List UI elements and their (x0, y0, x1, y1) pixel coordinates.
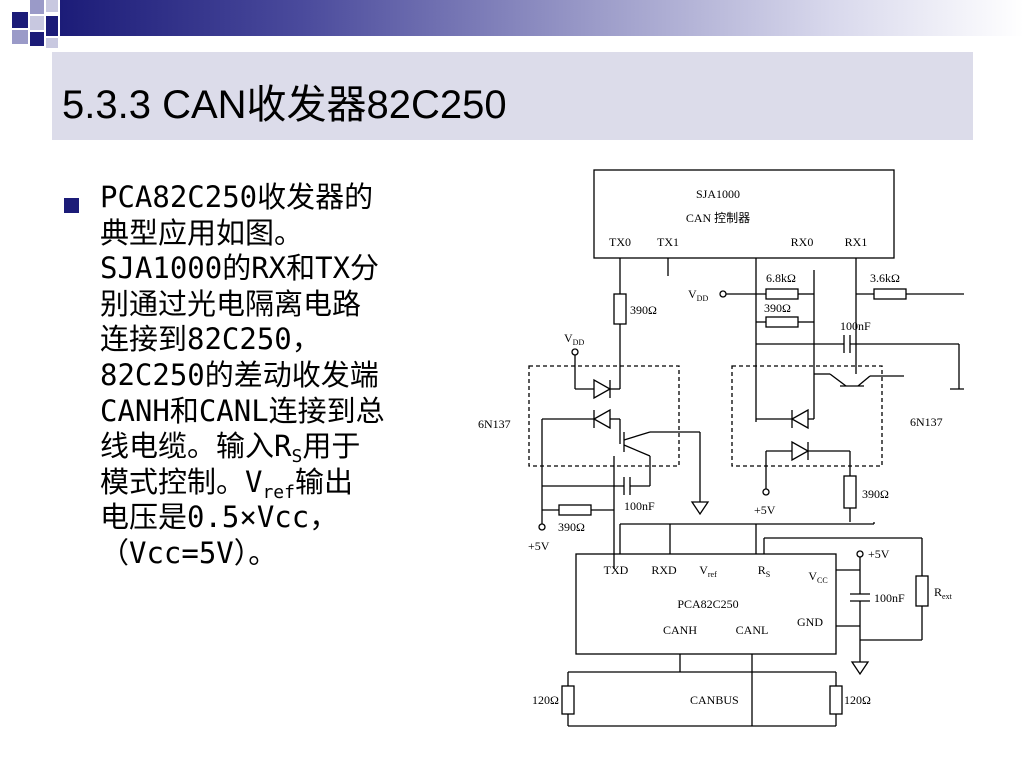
label-390-bottom: 390Ω (558, 520, 585, 534)
decor-square (46, 38, 58, 48)
label-vdd-right: VDD (688, 287, 708, 303)
label-5v-right: +5V (868, 547, 890, 561)
resistor-6k8 (765, 288, 799, 300)
label-100nf-mid: 100nF (624, 499, 655, 513)
pca82c250-name: PCA82C250 (677, 597, 738, 611)
label-120-right: 120Ω (844, 693, 871, 707)
circuit-diagram: SJA1000 CAN 控制器 TX0 TX1 RX0 RX1 (478, 169, 964, 727)
decor-square (46, 16, 58, 36)
bullet-icon (64, 198, 79, 213)
label-5v-mid: +5V (754, 503, 776, 517)
body-line: 82C250的差动收发端 (100, 357, 379, 392)
pin-canh: CANH (663, 623, 697, 637)
diode-left-mid (592, 408, 611, 430)
body-line: 别通过光电隔离电路 (100, 286, 362, 321)
decor-square (46, 0, 58, 12)
pin-vref: Vref (699, 563, 717, 579)
pin-vcc: VCC (808, 569, 827, 585)
label-390-right: 390Ω (862, 487, 889, 501)
title-band (52, 52, 973, 140)
body-line: 电压是0.5×Vcc， (100, 500, 339, 535)
body-line: SJA1000的RX和TX分 (100, 251, 380, 286)
pin-rx1: RX1 (845, 235, 868, 249)
pin-rs: RS (758, 563, 770, 579)
body-text: PCA82C250收发器的 典型应用如图。 SJA1000的RX和TX分 别通过… (100, 180, 470, 572)
top-gradient-bar (60, 0, 1024, 36)
resistor-390-bottom (558, 504, 592, 516)
body-line: 线电缆。输入RS用于 (100, 429, 361, 468)
label-5v-left: +5V (528, 539, 550, 553)
pin-canl: CANL (736, 623, 769, 637)
resistor-rext (915, 575, 929, 607)
decor-square (30, 32, 44, 46)
decor-square (12, 30, 28, 44)
decor-square (30, 16, 44, 30)
resistor-390-right (843, 475, 857, 509)
pca82c250-box (575, 553, 837, 655)
body-line: （Vcc=5V）。 (100, 535, 278, 570)
resistor-390-top (765, 316, 799, 328)
opto-right-box (731, 365, 883, 467)
resistor-390-left (613, 293, 627, 325)
decor-square (12, 12, 28, 28)
label-120-left: 120Ω (532, 693, 559, 707)
label-6n137-right: 6N137 (910, 415, 943, 429)
resistor-120-left (561, 685, 575, 715)
label-100nf-right: 100nF (874, 591, 905, 605)
body-line: PCA82C250收发器的 (100, 180, 374, 214)
opto-left-box (528, 365, 680, 467)
pin-tx0: TX0 (609, 235, 631, 249)
pin-txd: TXD (604, 563, 629, 577)
diode-right-bottom (791, 440, 810, 462)
sja1000-sub: CAN 控制器 (686, 211, 750, 225)
body-line: 连接到82C250， (100, 322, 321, 357)
sja1000-box (593, 169, 895, 259)
body-line: 典型应用如图。 (100, 215, 304, 250)
body-line: CANH和CANL连接到总 (100, 393, 385, 428)
label-vdd-left: VDD (564, 331, 584, 347)
label-canbus: CANBUS (690, 693, 739, 707)
label-390-left: 390Ω (630, 303, 657, 317)
diode-right-top (790, 408, 809, 430)
label-390-top: 390Ω (764, 301, 791, 315)
pin-tx1: TX1 (657, 235, 679, 249)
resistor-120-right (829, 685, 843, 715)
sja1000-name: SJA1000 (696, 187, 740, 201)
diode-left-top (593, 378, 612, 400)
slide-title: 5.3.3 CAN收发器82C250 (62, 83, 507, 127)
pin-rx0: RX0 (791, 235, 814, 249)
decor-square (30, 0, 44, 14)
pin-rxd: RXD (651, 563, 677, 577)
label-3k6: 3.6kΩ (870, 271, 900, 285)
label-6k8: 6.8kΩ (766, 271, 796, 285)
label-rext: Rext (934, 585, 953, 601)
label-6n137-left: 6N137 (478, 417, 511, 431)
body-line: 模式控制。Vref输出 (100, 464, 353, 503)
label-100nf-top: 100nF (840, 319, 871, 333)
pin-gnd: GND (797, 615, 823, 629)
resistor-3k6 (873, 288, 907, 300)
